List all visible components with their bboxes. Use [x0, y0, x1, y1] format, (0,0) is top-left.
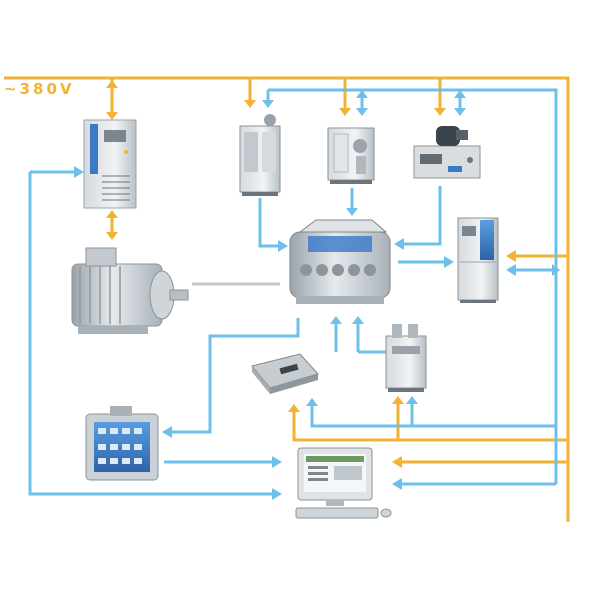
signal-bus-ecu-air	[310, 402, 556, 428]
power-lines	[4, 76, 570, 522]
signal-bus-main	[268, 88, 558, 484]
signal-coolant-engine	[258, 198, 282, 248]
io-box-icon	[85, 406, 159, 481]
signal-converter-loop-v	[28, 172, 276, 496]
voltage-label: ~380V	[4, 80, 75, 98]
air-conditioner-icon	[385, 324, 427, 392]
power-arrowheads	[106, 80, 516, 468]
signal-engine-io	[168, 318, 300, 434]
ecu-icon	[251, 353, 319, 394]
inverter-cabinet-icon	[83, 119, 137, 209]
coolant-unit-icon	[239, 114, 281, 196]
oil-unit-icon	[327, 127, 375, 184]
signal-arrowheads	[74, 90, 560, 500]
power-bus-lower	[292, 408, 568, 442]
electric-motor-icon	[71, 247, 189, 334]
computer-icon	[295, 447, 392, 519]
fuel-meter-icon	[413, 126, 481, 179]
power-bus-main	[4, 76, 570, 522]
engine-icon	[289, 219, 391, 304]
signal-fuel-engine	[400, 186, 442, 246]
analyzer-cabinet-icon	[457, 217, 499, 303]
